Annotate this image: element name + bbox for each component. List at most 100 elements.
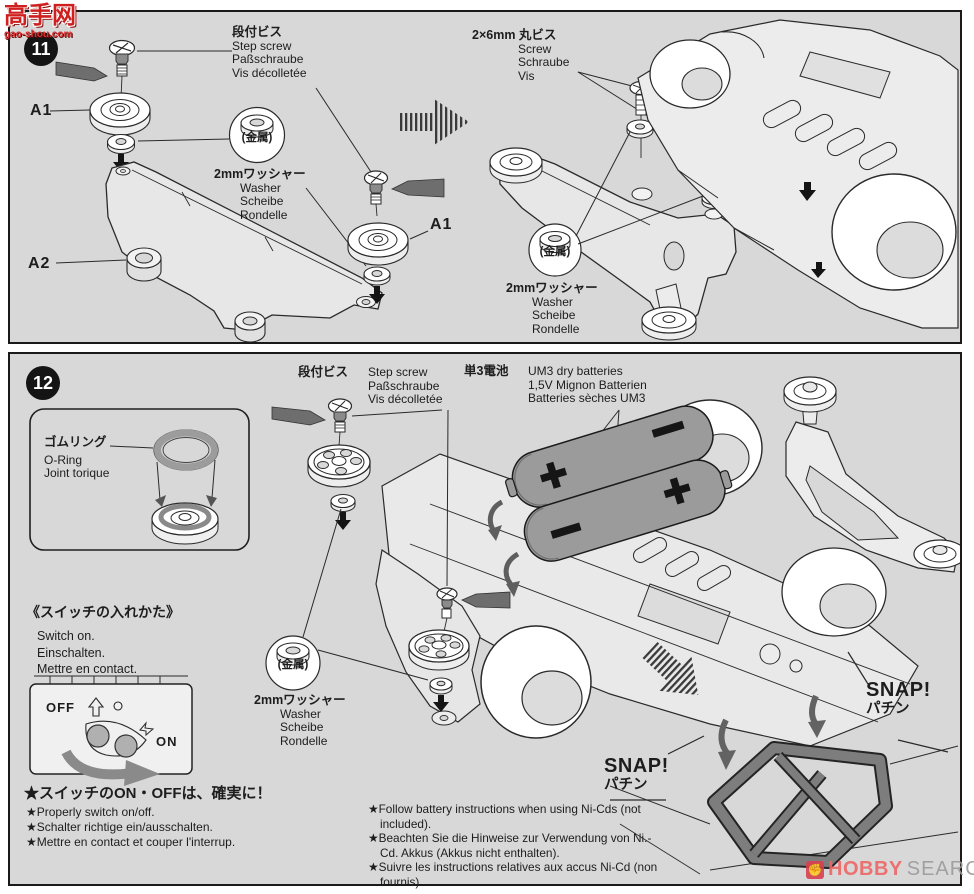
- washer-label-fr: Rondelle: [532, 321, 580, 336]
- washer-label-en: Washer: [280, 706, 321, 721]
- step-screw-label-de: Paßschraube: [368, 378, 440, 393]
- step-screw-1: [108, 39, 136, 99]
- wheel-with-oring-lower: [408, 629, 470, 671]
- washer-label-ja: 2mmワッシャー: [506, 281, 598, 295]
- step-number-badge: 11: [24, 32, 58, 66]
- round-screw-label: 2×6mm 丸ビス Screw Schraube Vis: [472, 28, 570, 83]
- rear-right-wheel-hub: [819, 583, 877, 629]
- washer-label-de: Scheibe: [240, 194, 284, 208]
- washer-detail-circle-left: [228, 106, 286, 164]
- battery-notes: ★Follow battery instructions when using …: [368, 802, 668, 889]
- metal-note-left: (金属): [241, 132, 273, 144]
- round-screw-label-en: Screw: [518, 41, 552, 56]
- down-arrow-icon: [433, 695, 449, 712]
- washer-under-screw-1: [626, 119, 654, 139]
- switch-notes: ★Properly switch on/off. ★Schalter richt…: [26, 805, 235, 850]
- arm-roller-bottom: [641, 306, 697, 341]
- step-screw-upper: [327, 398, 353, 447]
- metal-note-right: (金属): [539, 246, 571, 258]
- glue-tube-icon: [461, 591, 511, 609]
- battery-note-fr: ★Suivre les instructions relatives aux a…: [368, 860, 658, 889]
- washer-label-ja: 2mmワッシャー: [214, 167, 306, 181]
- switch-diagram: [29, 675, 193, 786]
- battery-note-de: ★Beachten Sie die Hinweise zur Verwendun…: [368, 831, 652, 860]
- step-screw-lower: [436, 587, 458, 637]
- step-screw-2: [363, 170, 389, 217]
- battery-label: UM3 dry batteries 1,5V Mignon Batterien …: [528, 364, 647, 406]
- washer-right: [363, 266, 391, 286]
- front-wheel: [480, 625, 592, 739]
- washer-label-ja: 2mmワッシャー: [254, 693, 346, 707]
- round-screw-label-fr: Vis: [518, 68, 535, 83]
- washer-upper: [330, 493, 356, 512]
- step-screw-label-ja: 段付ビス: [232, 25, 283, 39]
- snap-callout-left: SNAP! パチン: [604, 756, 669, 793]
- bumper-plate-a2: [105, 161, 383, 342]
- step-number: 12: [32, 372, 54, 393]
- washer-detail-circle: [265, 635, 321, 691]
- step-12-panel: 12 ゴムリング O-Ring Joint torique 段付ビス Step …: [8, 352, 962, 889]
- battery-label-ja: 単3電池: [464, 364, 509, 378]
- washer-label-fr: Rondelle: [280, 733, 328, 748]
- glue-tube-icon: [391, 178, 445, 198]
- oring-label-en: O-Ring: [44, 452, 83, 467]
- hobbysearch-brand: HOBBY: [828, 858, 903, 880]
- switch-howto-text: Switch on. Einschalten. Mettre en contac…: [37, 628, 137, 678]
- site-watermark-title: 高手网: [4, 2, 76, 29]
- metal-note: (金属): [277, 659, 309, 671]
- battery-2: [523, 459, 733, 562]
- switch-howto-de: Einschalten.: [37, 645, 106, 660]
- site-watermark-url: gao-shou.com: [4, 29, 73, 40]
- roller-a1-left: [89, 92, 151, 136]
- switch-howto-title: 《スイッチの入れかた》: [26, 604, 180, 620]
- step-screw-label: 段付ビス Step screw Paßschraube Vis décollet…: [232, 25, 307, 80]
- part-ref-a1-right: A1: [430, 216, 453, 233]
- washer-label: 2mmワッシャー Washer Scheibe Rondelle: [254, 693, 346, 748]
- snap-text-en: SNAP!: [866, 679, 931, 701]
- round-screw-label-ja: 2×6mm 丸ビス: [472, 28, 557, 42]
- snap-direction-arrow-icon: [642, 641, 699, 696]
- switch-howto-fr: Mettre en contact.: [37, 662, 138, 676]
- down-arrow-icon: [369, 286, 385, 304]
- switch-note-de: ★Schalter richtige ein/ausschalten.: [26, 820, 213, 834]
- chassis-rear-view: [637, 19, 959, 329]
- down-arrow-icon: [113, 154, 129, 172]
- snap-text-en: SNAP!: [604, 755, 669, 777]
- step-12-illustration: [29, 376, 960, 875]
- glue-tube-icon: [55, 61, 108, 82]
- washer-label-en: Washer: [532, 294, 573, 309]
- wheel-with-oring: [307, 444, 371, 488]
- part-ref-a2: A2: [28, 255, 51, 272]
- switch-howto-en: Switch on.: [37, 629, 95, 643]
- washer-lower: [429, 677, 453, 695]
- washer-label-left: 2mmワッシャー Washer Scheibe Rondelle: [214, 167, 306, 222]
- down-arrow-icon: [335, 512, 351, 530]
- switch-note-fr: ★Mettre en contact et couper l'interrup.: [26, 835, 236, 849]
- battery-note-en: ★Follow battery instructions when using …: [368, 802, 641, 831]
- washer-detail-circle-right: [528, 223, 582, 277]
- step-number: 11: [31, 38, 51, 59]
- switch-note-ja: ★スイッチのON・OFFは、確実に！: [24, 785, 272, 802]
- battery-label-de: 1,5V Mignon Batterien: [528, 377, 647, 392]
- part-ref-a1-left: A1: [30, 102, 53, 119]
- washer-label-fr: Rondelle: [240, 207, 288, 222]
- battery-terminal-wires: [487, 499, 520, 597]
- step-screw-label-ja: 段付ビス: [298, 365, 349, 379]
- step-11-illustration: [49, 19, 959, 342]
- step-screw-label-de: Paßschraube: [232, 52, 304, 66]
- rear-roller-stay: [783, 376, 960, 573]
- switch-note-en: ★Properly switch on/off.: [26, 805, 155, 819]
- step-11-panel: 11 段付ビス Step screw Paßschraube Vis décol…: [8, 10, 962, 344]
- oring-label-fr: Joint torique: [44, 466, 110, 480]
- round-screw-label-de: Schraube: [518, 55, 570, 69]
- washer-left: [106, 133, 136, 154]
- washer-label-de: Scheibe: [532, 308, 576, 322]
- washer-label-de: Scheibe: [280, 720, 324, 734]
- snap-text-ja: パチン: [866, 701, 910, 717]
- oring-label-ja: ゴムリング: [44, 435, 107, 449]
- washer-label-en: Washer: [240, 180, 281, 195]
- washer-label-right: 2mmワッシャー Washer Scheibe Rondelle: [506, 281, 598, 336]
- next-step-arrow-icon: [399, 99, 469, 145]
- hobbysearch-watermark: ✊ HOBBY SEARCH: [806, 858, 974, 881]
